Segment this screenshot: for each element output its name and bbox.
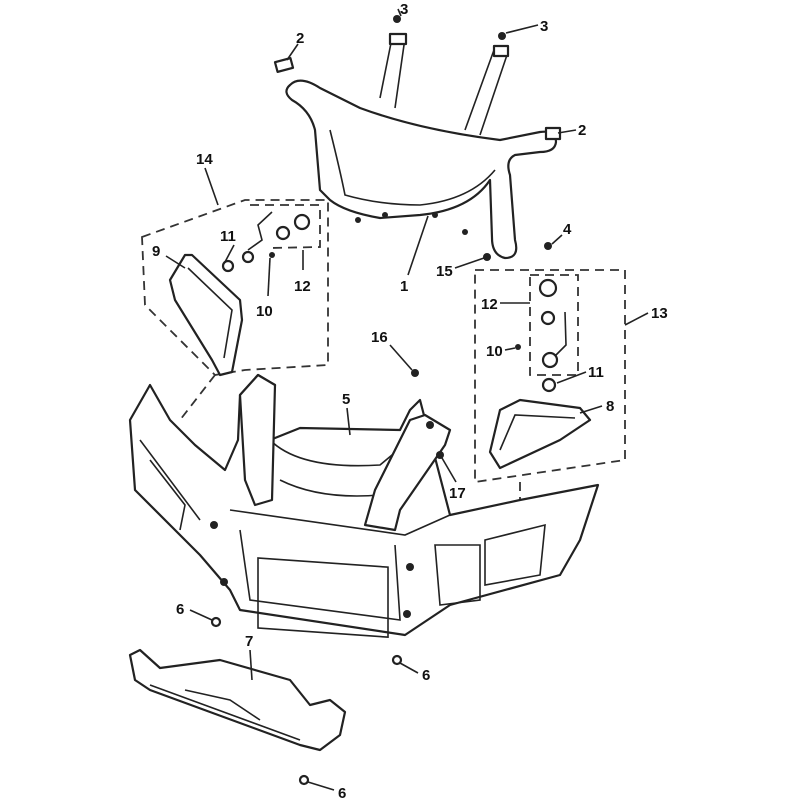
callout-2: 2 (296, 30, 304, 47)
bolt-6b (391, 654, 403, 666)
callout-6: 6 (338, 785, 346, 800)
callout-5: 5 (342, 391, 350, 408)
callout-15: 15 (436, 263, 453, 280)
callout-10: 10 (486, 343, 503, 360)
bolt-16 (411, 369, 419, 377)
callout-1: 1 (400, 278, 408, 295)
bolt-4 (544, 242, 552, 250)
callout-10: 10 (256, 303, 273, 320)
callout-6: 6 (176, 601, 184, 618)
left-lamp-assembly (141, 199, 329, 421)
right-lamp-assembly (474, 269, 626, 520)
callout-8: 8 (606, 398, 614, 415)
callout-labels: 3 3 2 2 14 11 9 12 10 4 15 1 12 13 16 10… (152, 1, 668, 800)
callout-6: 6 (422, 667, 430, 684)
bolt-3a (393, 15, 401, 23)
callout-12: 12 (294, 278, 311, 295)
callout-4: 4 (563, 221, 572, 238)
callout-9: 9 (152, 243, 160, 260)
bolt-3b (498, 32, 506, 40)
callout-17: 17 (449, 485, 466, 502)
leader-lines (165, 8, 649, 791)
callout-16: 16 (371, 329, 388, 346)
callout-14: 14 (196, 151, 213, 168)
callout-12: 12 (481, 296, 498, 313)
front-fascia (128, 373, 600, 638)
bolt-6c (298, 774, 310, 786)
bolt-17 (436, 451, 444, 459)
callout-7: 7 (245, 633, 253, 650)
callout-2: 2 (578, 122, 586, 139)
callout-3: 3 (400, 1, 408, 18)
callout-11: 11 (588, 364, 604, 381)
pad-2a (273, 56, 295, 74)
callout-3: 3 (540, 18, 548, 35)
callout-11: 11 (220, 228, 236, 245)
bumper-guard (285, 32, 558, 260)
bolt-6a (210, 616, 222, 628)
pad-2b (544, 126, 562, 141)
skid-plate (128, 648, 347, 752)
callout-13: 13 (651, 305, 668, 322)
bolt-15 (483, 253, 491, 261)
